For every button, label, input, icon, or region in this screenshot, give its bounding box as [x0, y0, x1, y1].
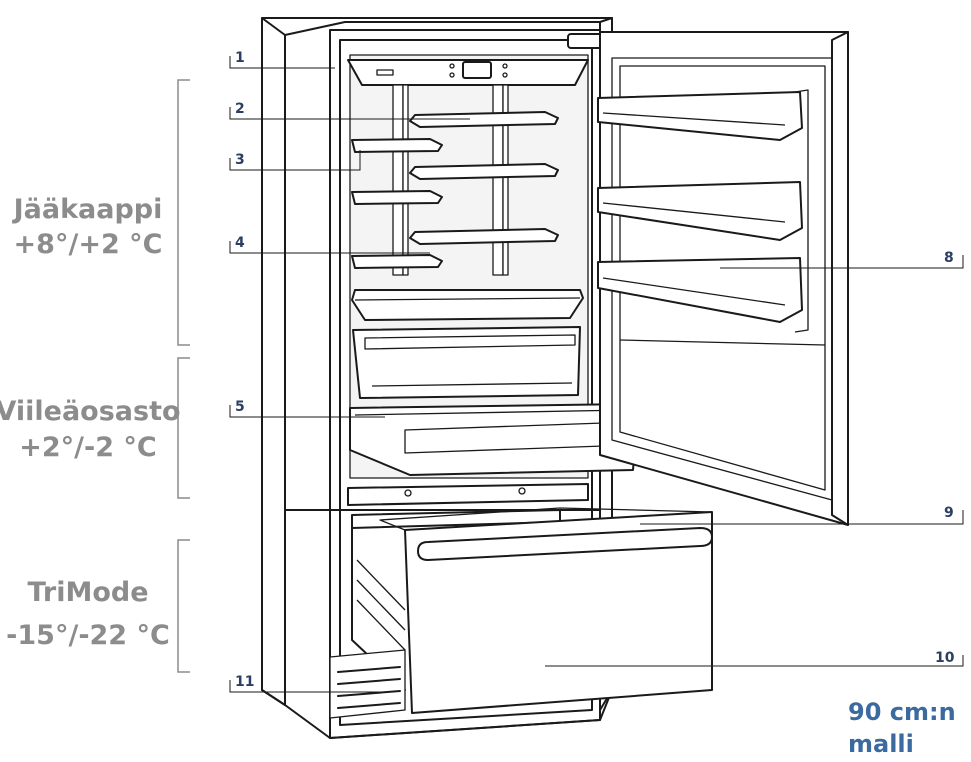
callout-4: 4 — [235, 235, 245, 251]
callout-11: 11 — [235, 674, 254, 690]
refrigerator-door — [567, 31, 849, 526]
chill-zone-title: Viileäosasto — [0, 396, 181, 427]
callout-8: 8 — [944, 250, 954, 266]
callout-1: 1 — [235, 50, 245, 66]
shelf-posts — [392, 84, 509, 276]
callout-leaders — [229, 56, 964, 693]
callout-3: 3 — [235, 152, 245, 168]
zone-brackets — [177, 79, 190, 673]
glass-shelves — [351, 111, 559, 269]
fridge-zone-title: Jääkaappi — [12, 194, 163, 225]
control-panel — [347, 59, 589, 86]
model-size-line2: malli — [848, 730, 914, 758]
fridge-zone-temp: +8°/+2 °C — [14, 229, 163, 260]
callout-2: 2 — [235, 101, 245, 117]
callout-9: 9 — [944, 505, 954, 521]
chill-zone-bracket — [177, 357, 190, 499]
callout-5: 5 — [235, 399, 245, 415]
kickplate-vents — [329, 649, 406, 719]
trimode-zone-temp: -15°/-22 °C — [6, 620, 170, 651]
fridge-bottom-tray — [351, 289, 584, 321]
callout-numbers: 1 2 3 4 5 8 9 10 11 — [235, 50, 955, 690]
zone-labels: Jääkaappi +8°/+2 °C Viileäosasto +2°/-2 … — [0, 194, 181, 651]
model-label: 90 cm:n malli — [848, 698, 956, 758]
trimode-zone-title: TriMode — [27, 577, 148, 608]
callout-10: 10 — [935, 650, 955, 666]
freezer-compartment — [347, 483, 713, 714]
crisper-drawers — [349, 326, 638, 476]
model-size-line1: 90 cm:n — [848, 698, 956, 726]
fridge-zone-bracket — [177, 79, 190, 346]
trimode-zone-bracket — [177, 539, 190, 673]
chill-zone-temp: +2°/-2 °C — [19, 432, 156, 463]
